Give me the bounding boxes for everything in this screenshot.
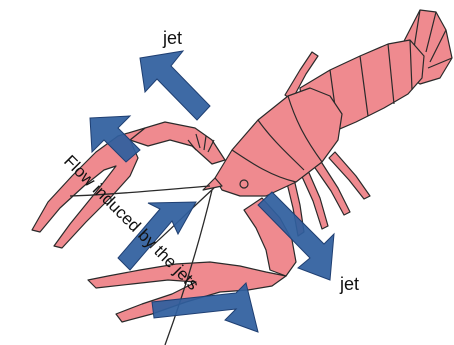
jet-arrow-top [140, 51, 210, 120]
crayfish [32, 10, 452, 322]
jet-label-right: jet [339, 274, 359, 294]
eye [240, 180, 248, 188]
jet-label-top: jet [162, 28, 182, 48]
